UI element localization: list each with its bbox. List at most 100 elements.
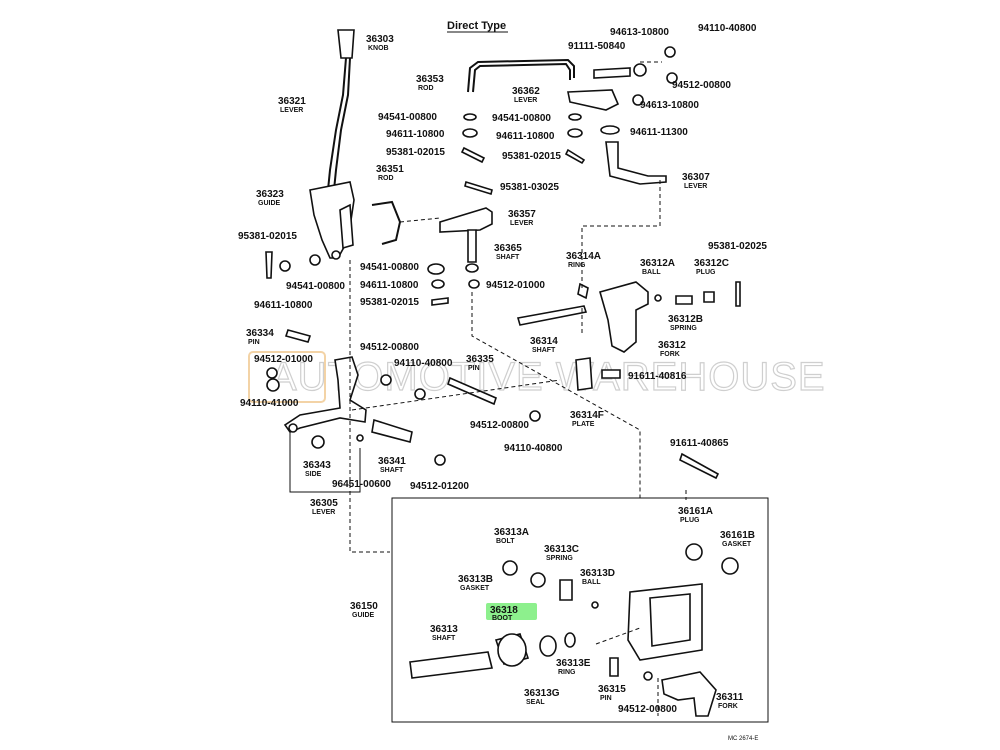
label-94611-10800-c[interactable]: 94611-10800 [360, 280, 419, 291]
svg-text:94613-10800: 94613-10800 [640, 100, 699, 111]
svg-text:94110-41000: 94110-41000 [240, 398, 299, 409]
svg-text:BALL: BALL [642, 269, 661, 276]
svg-text:RING: RING [558, 669, 576, 676]
svg-text:36161A: 36161A [678, 506, 713, 517]
label-95381-02025[interactable]: 95381-02025 [708, 241, 767, 252]
rod-drawing [467, 58, 575, 93]
svg-text:94512-00800: 94512-00800 [360, 342, 419, 353]
svg-text:36307: 36307 [682, 172, 710, 183]
label-94512-00800-d[interactable]: 94512-00800 [618, 704, 677, 715]
svg-text:36311: 36311 [716, 692, 744, 703]
label-94110-40800-c[interactable]: 94110-40800 [698, 23, 757, 34]
lever-36307-drawing [605, 141, 667, 185]
label-91611-40865[interactable]: 91611-40865 [670, 438, 729, 449]
svg-text:SHAFT: SHAFT [496, 254, 520, 261]
left-fasteners [265, 251, 321, 392]
label-94512-01000-b[interactable]: 94512-01000 [486, 280, 545, 291]
svg-text:94512-01000: 94512-01000 [254, 354, 313, 365]
label-94110-40800-b[interactable]: 94110-40800 [504, 443, 563, 454]
label-94541-00800-d[interactable]: 94541-00800 [492, 113, 551, 124]
svg-text:94110-40800: 94110-40800 [698, 23, 757, 34]
label-94512-01200[interactable]: 94512-01200 [410, 481, 469, 492]
label-94541-00800-c[interactable]: 94541-00800 [360, 262, 419, 273]
svg-text:36313B: 36313B [458, 574, 493, 585]
label-94512-00800-c[interactable]: 94512-00800 [672, 80, 731, 91]
svg-text:94541-00800: 94541-00800 [378, 112, 437, 123]
svg-text:GUIDE: GUIDE [352, 612, 375, 619]
label-94613-10800-a[interactable]: 94613-10800 [610, 27, 669, 38]
svg-text:SHAFT: SHAFT [432, 635, 456, 642]
svg-text:94541-00800: 94541-00800 [360, 262, 419, 273]
label-95381-02015-c[interactable]: 95381-02015 [360, 297, 419, 308]
label-94611-10800-a[interactable]: 94611-10800 [254, 300, 313, 311]
svg-text:36313D: 36313D [580, 568, 615, 579]
svg-text:SEAL: SEAL [526, 699, 545, 706]
svg-text:BOOT: BOOT [492, 615, 513, 622]
label-96451-00600[interactable]: 96451-00600 [332, 479, 391, 490]
svg-text:LEVER: LEVER [280, 107, 303, 114]
svg-text:36313G: 36313G [524, 688, 560, 699]
label-94512-01000-a[interactable]: 94512-01000 [254, 354, 313, 365]
label-95381-02015-b[interactable]: 95381-02015 [386, 147, 445, 158]
label-94541-00800-a[interactable]: 94541-00800 [286, 281, 345, 292]
svg-text:LEVER: LEVER [312, 509, 335, 516]
label-91611-40816[interactable]: 91611-40816 [628, 371, 687, 382]
svg-text:36313C: 36313C [544, 544, 579, 555]
svg-text:95381-02025: 95381-02025 [708, 241, 767, 252]
lower-box-drawing [409, 543, 739, 717]
label-36318-highlighted[interactable]: 36318 BOOT [486, 603, 537, 622]
label-95381-03025[interactable]: 95381-03025 [500, 182, 559, 193]
label-95381-02015-a[interactable]: 95381-02015 [238, 231, 297, 242]
bracket-36305 [289, 432, 361, 493]
label-91111-50840[interactable]: 91111-50840 [568, 41, 626, 52]
label-94611-10800-b[interactable]: 94611-10800 [386, 129, 445, 140]
label-94613-10800-b[interactable]: 94613-10800 [640, 100, 699, 111]
label-94512-00800-b[interactable]: 94512-00800 [470, 420, 529, 431]
label-95381-02015-d[interactable]: 95381-02015 [502, 151, 561, 162]
label-94110-40800-a[interactable]: 94110-40800 [394, 358, 453, 369]
svg-text:36343: 36343 [303, 460, 331, 471]
svg-text:SHAFT: SHAFT [532, 347, 556, 354]
label-94512-00800-a[interactable]: 94512-00800 [360, 342, 419, 353]
label-94611-10800-d[interactable]: 94611-10800 [496, 131, 555, 142]
svg-text:BALL: BALL [582, 579, 601, 586]
label-94611-11300[interactable]: 94611-11300 [630, 127, 688, 138]
label-94541-00800-b[interactable]: 94541-00800 [378, 112, 437, 123]
label-94110-41000[interactable]: 94110-41000 [240, 398, 299, 409]
svg-text:91611-40816: 91611-40816 [628, 371, 687, 382]
